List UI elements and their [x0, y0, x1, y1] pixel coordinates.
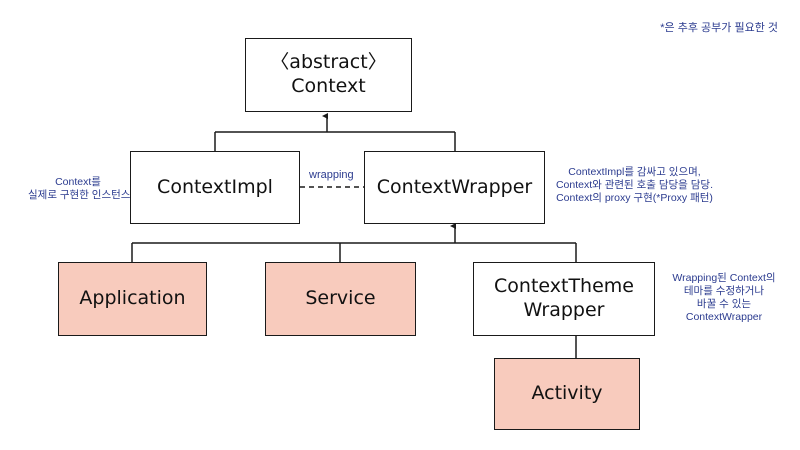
impl-note-line: Context를	[55, 176, 101, 188]
wrapper-note-line: Context의 proxy 구현(*Proxy 패턴)	[556, 192, 713, 205]
application-label: Application	[79, 287, 186, 310]
theme-note-line: 테마를 수정하거나	[683, 285, 765, 298]
context-node: 〈abstract〉 Context	[245, 38, 412, 112]
context-impl-label: ContextImpl	[157, 175, 273, 198]
footnote: *은 추후 공부가 필요한 것	[660, 22, 778, 36]
service-node: Service	[265, 262, 416, 336]
context-wrapper-node: ContextWrapper	[364, 151, 545, 224]
theme-note: Wrapping된 Context의 테마를 수정하거나 바꿀 수 있는 Con…	[668, 272, 780, 325]
footnote-text: *은 추후 공부가 필요한 것	[660, 22, 778, 34]
context-theme-wrapper-node: ContextTheme Wrapper	[473, 262, 655, 336]
service-label: Service	[305, 287, 376, 310]
activity-node: Activity	[494, 358, 640, 430]
impl-note-line: 실제로 구현한 인스턴스	[28, 189, 131, 202]
wrapper-note: ContextImpl를 감싸고 있으며, Context와 관련된 호출 담당…	[552, 166, 717, 205]
wrapping-label: wrapping	[309, 169, 354, 183]
context-impl-node: ContextImpl	[130, 151, 300, 224]
theme-note-line: 바꿀 수 있는	[696, 298, 752, 311]
theme-note-line: Wrapping된 Context의	[672, 272, 776, 284]
theme-wrapper-label-line2: Wrapper	[523, 299, 605, 321]
impl-note: Context를 실제로 구현한 인스턴스	[28, 176, 131, 202]
wrapper-note-line: ContextImpl를 감싸고 있으며,	[568, 166, 701, 178]
activity-label: Activity	[531, 382, 603, 405]
wrapper-note-line: Context와 관련된 호출 담당을 담당.	[555, 179, 714, 192]
theme-note-line: ContextWrapper	[685, 311, 763, 324]
context-wrapper-label: ContextWrapper	[376, 175, 533, 198]
wrapping-label-text: wrapping	[309, 169, 354, 181]
application-node: Application	[58, 262, 207, 336]
theme-wrapper-label-line1: ContextTheme	[494, 275, 634, 298]
context-label: Context	[291, 75, 366, 97]
context-stereotype: 〈abstract〉	[270, 51, 387, 74]
